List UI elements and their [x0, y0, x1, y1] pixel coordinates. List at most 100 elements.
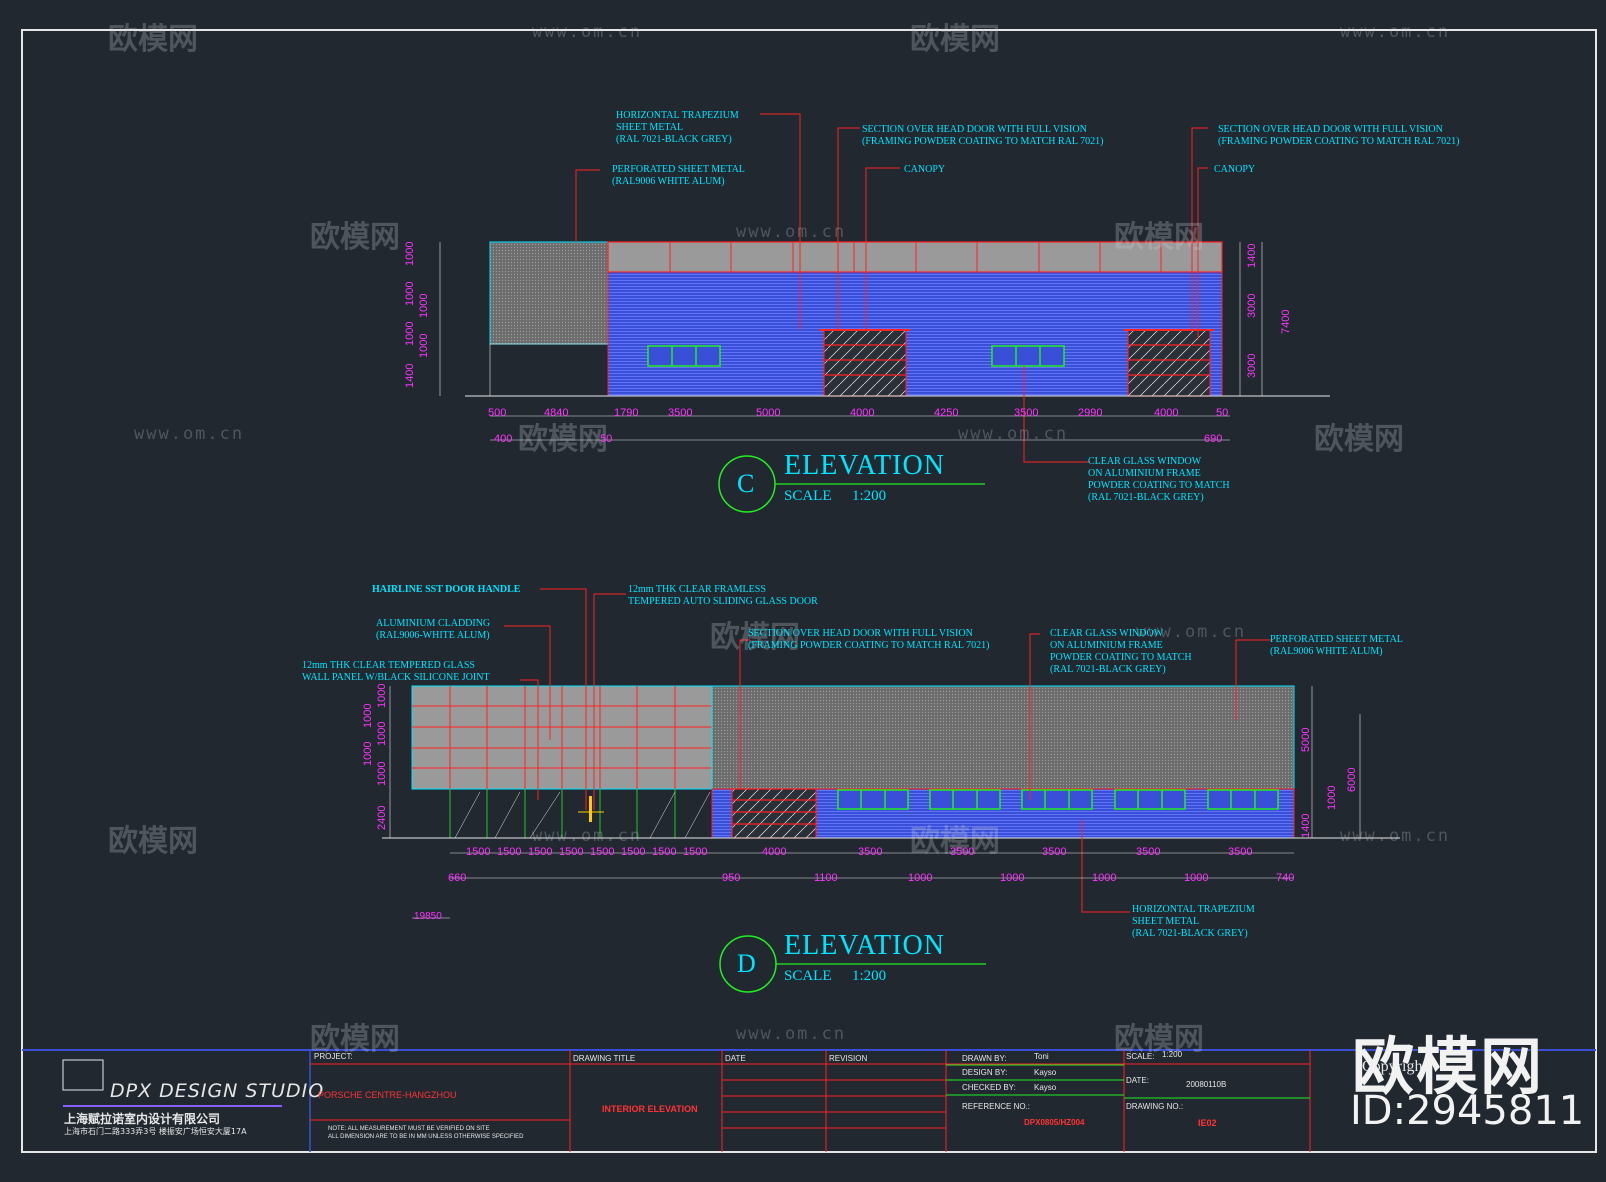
note-c-trapezium: HORIZONTAL TRAPEZIUM SHEET METAL (RAL 70… — [616, 110, 739, 145]
watermark-brand: 欧模网 — [1114, 220, 1204, 255]
elevation-c-title: ELEVATION — [784, 450, 945, 481]
watermark-url: www.om.cn — [134, 424, 245, 444]
dim-c-left: 1400 — [404, 363, 416, 388]
checked-by-label: CHECKED BY: — [962, 1083, 1016, 1092]
dim-d: 3500 — [1136, 846, 1161, 858]
watermark-url: www.om.cn — [1340, 826, 1451, 846]
dim-c: 1790 — [614, 407, 639, 419]
note-c-window: CLEAR GLASS WINDOW ON ALUMINIUM FRAME PO… — [1088, 456, 1230, 503]
watermark-brand: 欧模网 — [108, 22, 198, 57]
dim-c: 400 — [494, 433, 513, 445]
dim-c: 3500 — [1014, 407, 1039, 419]
dim-d: 1000 — [1184, 872, 1209, 884]
dim-c-left: 1000 — [418, 293, 430, 318]
dim-d: 1500 — [559, 846, 584, 858]
drawn-by: Toni — [1034, 1052, 1049, 1061]
dim-c-right: 7400 — [1280, 309, 1292, 334]
dim-c: 4000 — [850, 407, 875, 419]
elevation-d-drawing — [382, 588, 1400, 919]
dim-d-right: 1000 — [1326, 785, 1338, 810]
drawing-title-label: DRAWING TITLE — [573, 1054, 636, 1063]
dim-c-right: 3000 — [1246, 353, 1258, 378]
dim-d-right: 5000 — [1300, 727, 1312, 752]
dim-d-left: 1000 — [376, 761, 388, 786]
dim-d: 3500 — [1042, 846, 1067, 858]
dim-d-left: 1000 — [376, 721, 388, 746]
dim-d-extra: 19850 — [414, 911, 442, 922]
dim-d: 3500 — [950, 846, 975, 858]
dim-c: 5000 — [756, 407, 781, 419]
dim-c-left: 1000 — [418, 333, 430, 358]
dim-d: 1000 — [1092, 872, 1117, 884]
note-d-trapezium: HORIZONTAL TRAPEZIUM SHEET METAL (RAL 70… — [1132, 904, 1255, 939]
dim-d: 1500 — [497, 846, 522, 858]
note-c-canopy2: CANOPY — [1214, 164, 1256, 175]
elevation-d-scale-label: SCALE — [784, 968, 832, 984]
dim-d-right: 1400 — [1300, 813, 1312, 838]
dim-c: 4250 — [934, 407, 959, 419]
date-label: DATE — [725, 1054, 746, 1063]
dim-d-right: 6000 — [1346, 767, 1358, 792]
dim-c: 4000 — [1154, 407, 1179, 419]
dim-d: 1500 — [528, 846, 553, 858]
dim-d: 950 — [722, 872, 741, 884]
dim-d: 1000 — [908, 872, 933, 884]
drawing-no-label: DRAWING NO.: — [1126, 1102, 1184, 1111]
dim-d-left: 2400 — [376, 805, 388, 830]
watermark-id: ID:2945811 — [1350, 1088, 1585, 1134]
design-by: Kayso — [1034, 1068, 1057, 1077]
drawing-title: INTERIOR ELEVATION — [602, 1104, 698, 1114]
note-d-glass-panel: 12mm THK CLEAR TEMPERED GLASS WALL PANEL… — [302, 660, 490, 683]
note-c-door1: SECTION OVER HEAD DOOR WITH FULL VISION … — [862, 124, 1104, 147]
dim-d: 1000 — [1000, 872, 1025, 884]
revision-label: REVISION — [829, 1054, 868, 1063]
dim-c: 3500 — [668, 407, 693, 419]
watermark-brand: 欧模网 — [518, 422, 608, 457]
elevation-d-title: ELEVATION — [784, 930, 945, 961]
reference-label: REFERENCE NO.: — [962, 1102, 1031, 1111]
watermark-url: www.om.cn — [532, 826, 643, 846]
watermark-brand: 欧模网 — [710, 620, 800, 655]
elevation-d-scale-value: 1:200 — [852, 968, 887, 984]
date2-value: 20080110B — [1186, 1080, 1227, 1089]
watermark-url: www.om.cn — [1136, 622, 1247, 642]
dim-c-left: 1000 — [404, 281, 416, 306]
dim-d: 1500 — [621, 846, 646, 858]
watermark-brand: 欧模网 — [910, 824, 1000, 859]
design-by-label: DESIGN BY: — [962, 1068, 1008, 1077]
watermark-brand: 欧模网 — [108, 824, 198, 859]
dim-d: 660 — [448, 872, 467, 884]
dim-c: 690 — [1204, 433, 1223, 445]
dim-c: 500 — [488, 407, 507, 419]
watermark-brand: 欧模网 — [310, 220, 400, 255]
dim-c: 50 — [1216, 407, 1229, 419]
dim-d: 1100 — [814, 872, 838, 884]
watermark-brand: 欧模网 — [1314, 422, 1404, 457]
dim-d: 4000 — [762, 846, 787, 858]
note-d-window: CLEAR GLASS WINDOW ON ALUMINIUM FRAME PO… — [1050, 628, 1192, 675]
note-line-1: NOTE: ALL MEASUREMENT MUST BE VERIFIED O… — [328, 1126, 490, 1132]
note-d-handle: HAIRLINE SST DOOR HANDLE — [372, 584, 521, 595]
note-line-2: ALL DIMENSION ARE TO BE IN MM UNLESS OTH… — [328, 1134, 524, 1140]
copyright-label: Copyright — [1362, 1058, 1427, 1075]
studio-address: 上海市石门二路333弄3号 楼振安广场恒安大厦17A — [64, 1127, 247, 1136]
note-d-sliding: 12mm THK CLEAR FRAMLESS TEMPERED AUTO SL… — [628, 584, 818, 607]
watermark-brand: 欧模网 — [1114, 1022, 1204, 1057]
watermark-url: www.om.cn — [736, 222, 847, 242]
dim-d: 1500 — [683, 846, 708, 858]
watermark-url: www.om.cn — [532, 22, 643, 42]
studio-cn-name: 上海赋拉诺室内设计有限公司 — [64, 1112, 221, 1126]
project-name: PORSCHE CENTRE-HANGZHOU — [318, 1090, 457, 1100]
dim-c-right: 1400 — [1246, 243, 1258, 268]
note-d-perforated: PERFORATED SHEET METAL (RAL9006 WHITE AL… — [1270, 634, 1403, 657]
scale-label: SCALE: — [1126, 1052, 1155, 1061]
watermark-brand-large: 欧模网 — [1352, 1030, 1545, 1103]
elevation-c-drawing — [439, 113, 1330, 463]
note-c-door2: SECTION OVER HEAD DOOR WITH FULL VISION … — [1218, 124, 1460, 147]
elevation-d-label: D — [737, 949, 757, 978]
dim-d-left: 1000 — [376, 683, 388, 708]
checked-by: Kayso — [1034, 1083, 1057, 1092]
date2-label: DATE: — [1126, 1076, 1149, 1085]
elevation-c-label: C — [737, 469, 756, 498]
